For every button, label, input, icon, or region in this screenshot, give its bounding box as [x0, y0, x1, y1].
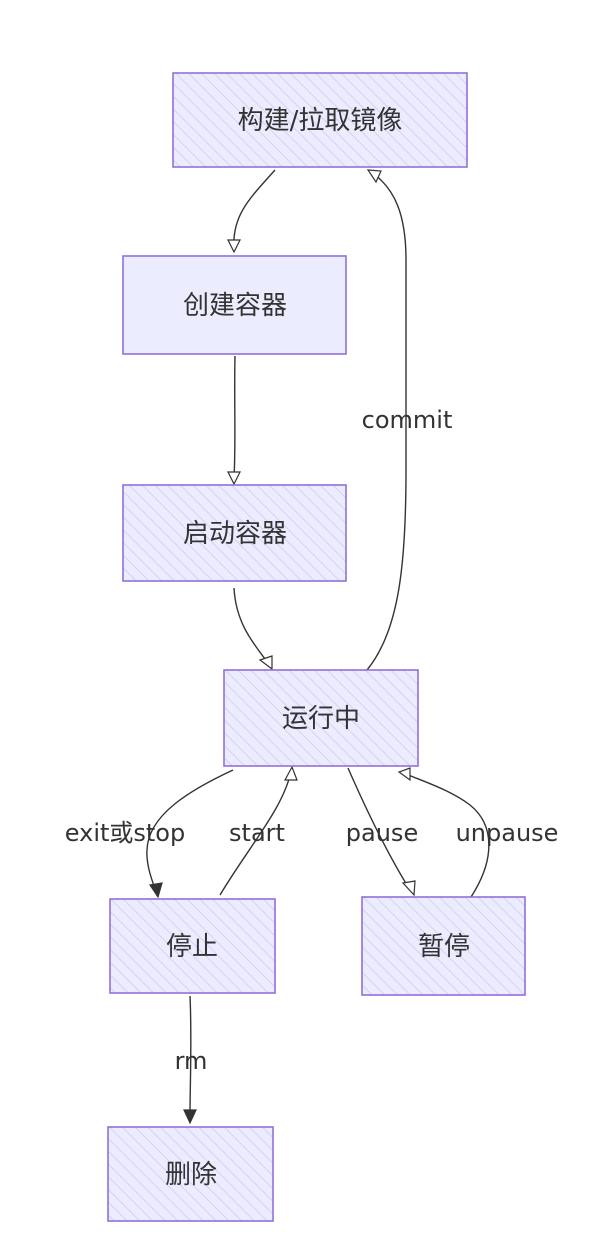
node-start-container: 启动容器: [122, 484, 347, 582]
arrowhead-paused: [401, 880, 416, 897]
node-start-container-label: 启动容器: [183, 519, 287, 549]
node-start-container-box: [122, 484, 347, 582]
edge-label-commit: commit: [362, 406, 453, 434]
node-deleted: 删除: [107, 1126, 274, 1222]
edge-label-start: start: [229, 819, 285, 847]
edge-labels: commit exit或stop start pause unpause rm: [65, 406, 559, 1075]
arrowhead-running-from-start: [258, 655, 273, 671]
edge-label-unpause: unpause: [456, 819, 559, 847]
edge-build-to-create: [233, 169, 276, 249]
edge-paused-to-running: [405, 773, 490, 898]
edge-start-to-running: [233, 587, 269, 664]
node-running-label: 运行中: [282, 704, 360, 734]
arrowheads: [148, 169, 416, 1125]
node-deleted-box: [107, 1126, 274, 1222]
node-build-box: [172, 72, 468, 168]
edge-running-to-stopped: [146, 769, 234, 893]
node-create-box: [122, 255, 347, 355]
edge-label-rm: rm: [175, 1047, 208, 1075]
node-build: 构建/拉取镜像: [172, 72, 468, 168]
node-paused-label: 暂停: [418, 932, 470, 962]
node-create-label: 创建容器: [183, 291, 287, 321]
node-stopped: 停止: [109, 898, 276, 994]
arrowhead-build: [366, 169, 382, 184]
node-running: 运行中: [223, 669, 419, 767]
node-paused: 暂停: [361, 896, 526, 996]
arrowhead-running-from-stopped: [283, 765, 298, 781]
node-stopped-box: [109, 898, 276, 994]
arrowhead-running-from-paused: [397, 767, 411, 782]
edge-create-to-start: [233, 355, 236, 479]
edges: [146, 169, 490, 1117]
node-build-label: 构建/拉取镜像: [238, 106, 403, 136]
edge-stopped-to-deleted: [189, 995, 192, 1117]
node-create: 创建容器: [122, 255, 347, 355]
edge-label-exit-or-stop: exit或stop: [65, 819, 185, 847]
node-stopped-label: 停止: [166, 932, 218, 962]
edge-running-to-build: [366, 173, 407, 671]
arrowhead-stopped: [148, 882, 163, 899]
node-deleted-label: 删除: [165, 1160, 217, 1190]
arrowhead-create: [227, 239, 241, 254]
edge-stopped-to-running: [219, 771, 292, 896]
arrowhead-deleted: [183, 1109, 197, 1125]
edge-label-pause: pause: [346, 819, 418, 847]
arrowhead-start-container: [227, 471, 241, 486]
node-paused-box: [361, 896, 526, 996]
edge-running-to-paused: [347, 767, 411, 891]
node-running-box: [223, 669, 419, 767]
